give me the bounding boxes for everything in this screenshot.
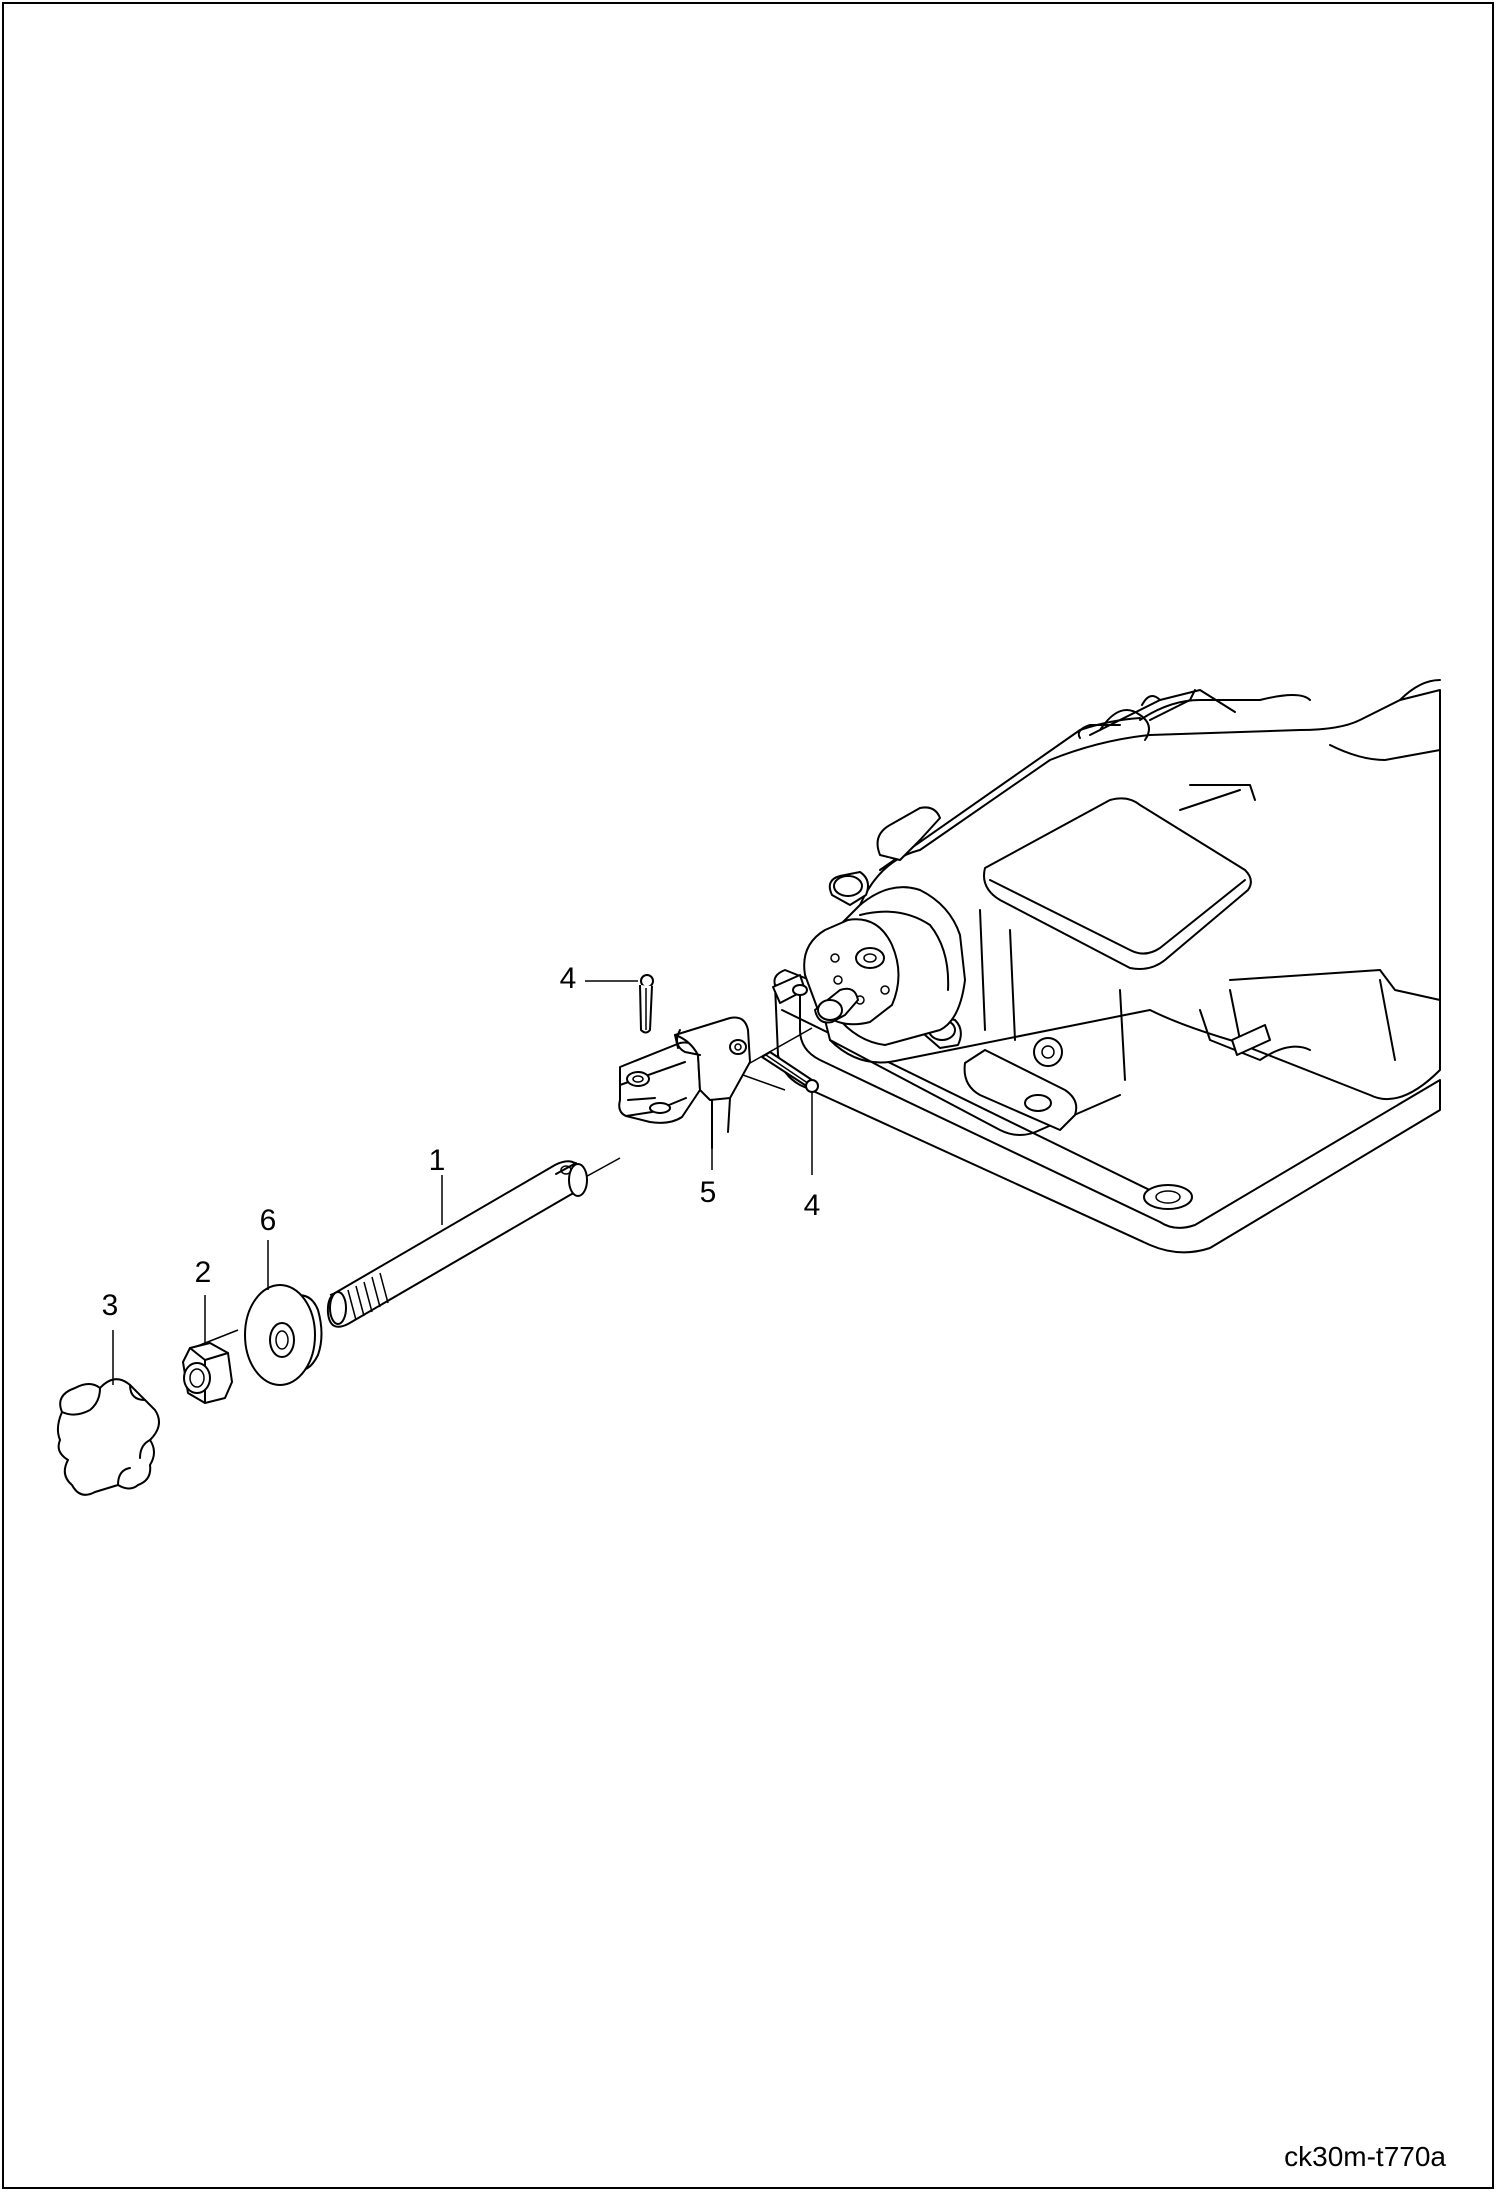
cotter-pin-lower-part-4 xyxy=(761,1051,819,1175)
cotter-pin-upper-part-4 xyxy=(585,974,654,1034)
callout-leaders xyxy=(112,1148,713,1385)
rod-part-1 xyxy=(326,1160,588,1328)
callout-2: 2 xyxy=(195,1256,212,1289)
callout-4-lower: 4 xyxy=(804,1189,821,1222)
figure-id-label: ck30m-t770a xyxy=(1284,2141,1446,2172)
transmission-housing xyxy=(772,679,1441,1254)
knob-part-3 xyxy=(56,1378,160,1496)
callout-3: 3 xyxy=(102,1289,119,1322)
washer-part-6 xyxy=(244,1284,323,1386)
callout-1: 1 xyxy=(429,1144,446,1177)
nut-part-2 xyxy=(182,1342,233,1404)
clevis-part-5 xyxy=(618,1016,751,1149)
callout-labels: 1 2 3 4 4 5 6 xyxy=(102,962,821,1322)
callout-5: 5 xyxy=(700,1176,717,1209)
callout-4-upper: 4 xyxy=(560,962,577,995)
callout-6: 6 xyxy=(260,1204,277,1237)
